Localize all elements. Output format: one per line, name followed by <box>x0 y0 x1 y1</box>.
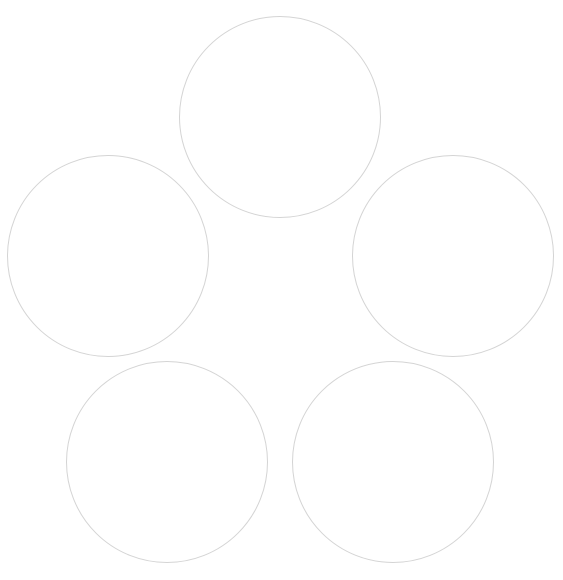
circle-bottom-left <box>66 361 268 563</box>
circle-bottom-right <box>292 361 494 563</box>
circle-middle-left <box>7 155 209 357</box>
circle-middle-right <box>352 155 554 357</box>
circle-top <box>179 16 381 218</box>
